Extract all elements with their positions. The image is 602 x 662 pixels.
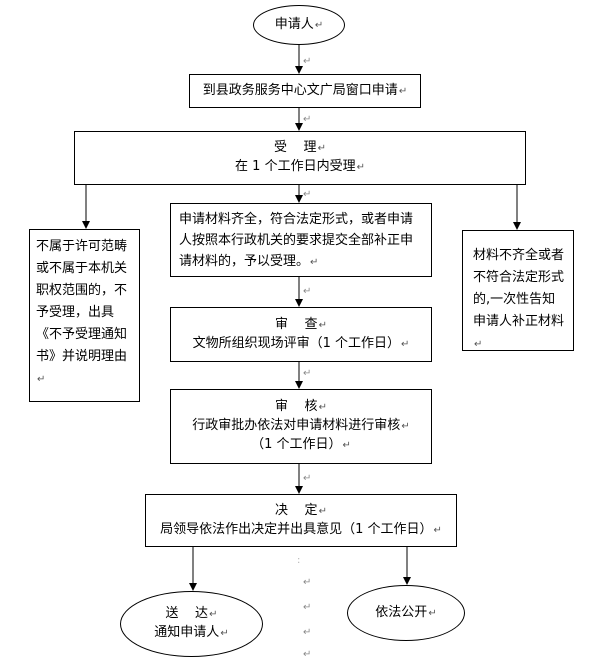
applicant-ellipse: 申请人↵ [253, 5, 345, 45]
review-title: 审 查 [275, 316, 318, 332]
paragraph-mark: ↵ [303, 368, 312, 379]
publish-label: 依法公开 [375, 604, 428, 620]
accept-box: 受 理↵ 在 1 个工作日内受理↵ [74, 131, 526, 185]
audit-duration: （1 个工作日） [251, 437, 342, 452]
incomplete-materials-box: 材料不齐全或者不符合法定形式的,一次性告知申请人补正材料 ↵ [462, 230, 574, 351]
decide-title: 决 定 [275, 502, 318, 518]
paragraph-mark: ↵ [303, 627, 312, 638]
accept-title: 受 理 [274, 140, 317, 155]
decide-subtitle: 局领导依法作出决定并出具意见（1 个工作日） [160, 521, 433, 537]
decide-box: 决 定↵ 局领导依法作出决定并出具意见（1 个工作日）↵ [145, 494, 457, 547]
deliver-ellipse: 送 达↵ 通知申请人↵ [120, 591, 263, 657]
review-subtitle: 文物所组织现场评审（1 个工作日） [192, 335, 400, 351]
publish-ellipse: 依法公开↵ [347, 585, 465, 641]
paragraph-mark: ↵ [303, 286, 312, 297]
window-application-box: 到县政务服务中心文广局窗口申请↵ [189, 74, 421, 108]
paragraph-mark: ↵ [303, 189, 312, 200]
format-mark: ↵ [314, 19, 324, 31]
format-mark: ↵ [318, 402, 327, 413]
window-application-label: 到县政务服务中心文广局窗口申请 [202, 82, 398, 98]
deliver-title: 送 达 [165, 606, 209, 621]
applicant-label: 申请人 [274, 16, 314, 32]
accept-subtitle: 在 1 个工作日内受理 [235, 159, 356, 174]
format-mark: ↵ [318, 505, 327, 517]
reject-text: 不属于许可范畴或不属于本机关职权范围的，不予受理，出具《不予受理通知书》并说明理… [36, 239, 128, 364]
paragraph-mark: ↵ [303, 577, 312, 588]
complete-materials-box: 申请材料齐全，符合法定形式，或者申请人按照本行政机关的要求提交全部补正申请材料的… [170, 203, 432, 277]
reject-box: 不属于许可范畴或不属于本机关职权范围的，不予受理，出具《不予受理通知书》并说明理… [29, 229, 140, 402]
format-mark: ↵ [356, 162, 365, 173]
audit-subtitle: 行政审批办依法对申请材料进行审核 [192, 418, 401, 433]
format-mark: ↵ [342, 440, 351, 451]
format-mark: ↵ [310, 257, 319, 268]
paragraph-mark: ↵ [303, 56, 312, 67]
format-mark: ↵ [398, 85, 408, 97]
incomplete-materials-text: 材料不齐全或者不符合法定形式的,一次性告知申请人补正材料 [473, 248, 565, 329]
paragraph-mark: ↵ [303, 114, 312, 125]
paragraph-mark: ↵ [303, 602, 312, 613]
dotted-marker: : [297, 555, 301, 566]
paragraph-mark: ↵ [303, 473, 312, 484]
complete-materials-text: 申请材料齐全，符合法定形式，或者申请人按照本行政机关的要求提交全部补正申请材料的… [179, 212, 414, 269]
audit-box: 审 核↵ 行政审批办依法对申请材料进行审核↵ （1 个工作日）↵ [170, 389, 432, 464]
format-mark: ↵ [474, 339, 483, 350]
format-mark: ↵ [37, 374, 46, 385]
format-mark: ↵ [220, 628, 229, 639]
format-mark: ↵ [428, 607, 437, 619]
format-mark: ↵ [317, 143, 326, 154]
format-mark: ↵ [401, 421, 410, 432]
format-mark: ↵ [209, 609, 218, 620]
format-mark: ↵ [401, 338, 410, 350]
paragraph-mark: ↵ [303, 649, 312, 660]
format-mark: ↵ [318, 319, 327, 331]
audit-title: 审 核 [275, 399, 318, 414]
format-mark: ↵ [433, 524, 442, 536]
deliver-subtitle: 通知申请人 [154, 625, 220, 640]
review-box: 审 查↵ 文物所组织现场评审（1 个工作日）↵ [170, 307, 432, 362]
